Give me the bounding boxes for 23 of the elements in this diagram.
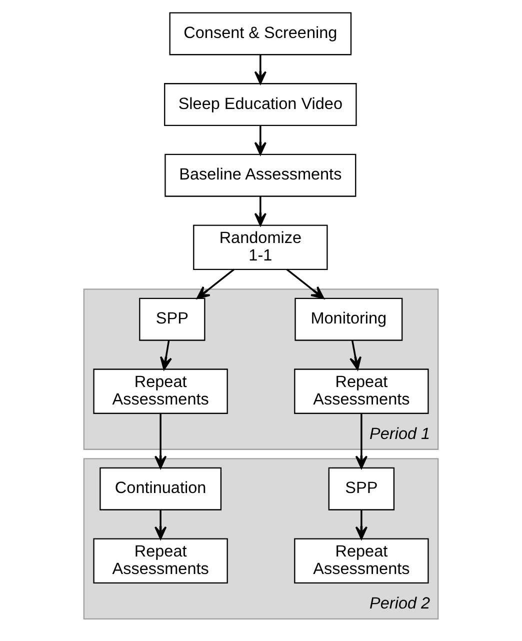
node-box: Consent & Screening xyxy=(169,12,352,56)
node-box: Monitoring xyxy=(294,298,403,341)
arrow xyxy=(355,414,368,469)
arrow xyxy=(254,54,267,84)
node-box: Repeat Assessments xyxy=(93,538,228,584)
node-box: SPP xyxy=(328,467,395,510)
arrow xyxy=(254,126,267,156)
arrow xyxy=(254,196,267,226)
node-box: Repeat Assessments xyxy=(294,368,429,414)
node-box: Randomize 1-1 xyxy=(193,224,328,270)
node-box: Continuation xyxy=(100,467,222,510)
arrow xyxy=(349,340,362,370)
node-box: SPP xyxy=(139,298,206,341)
arrow xyxy=(154,510,167,540)
node-box: Repeat Assessments xyxy=(93,368,228,414)
arrow xyxy=(160,340,172,370)
arrow xyxy=(196,268,234,300)
arrow xyxy=(286,268,324,300)
node-box: Baseline Assessments xyxy=(164,154,356,197)
node-box: Repeat Assessments xyxy=(294,538,429,584)
arrow xyxy=(154,414,167,469)
node-box: Sleep Education Video xyxy=(164,83,357,126)
arrow xyxy=(355,510,368,540)
